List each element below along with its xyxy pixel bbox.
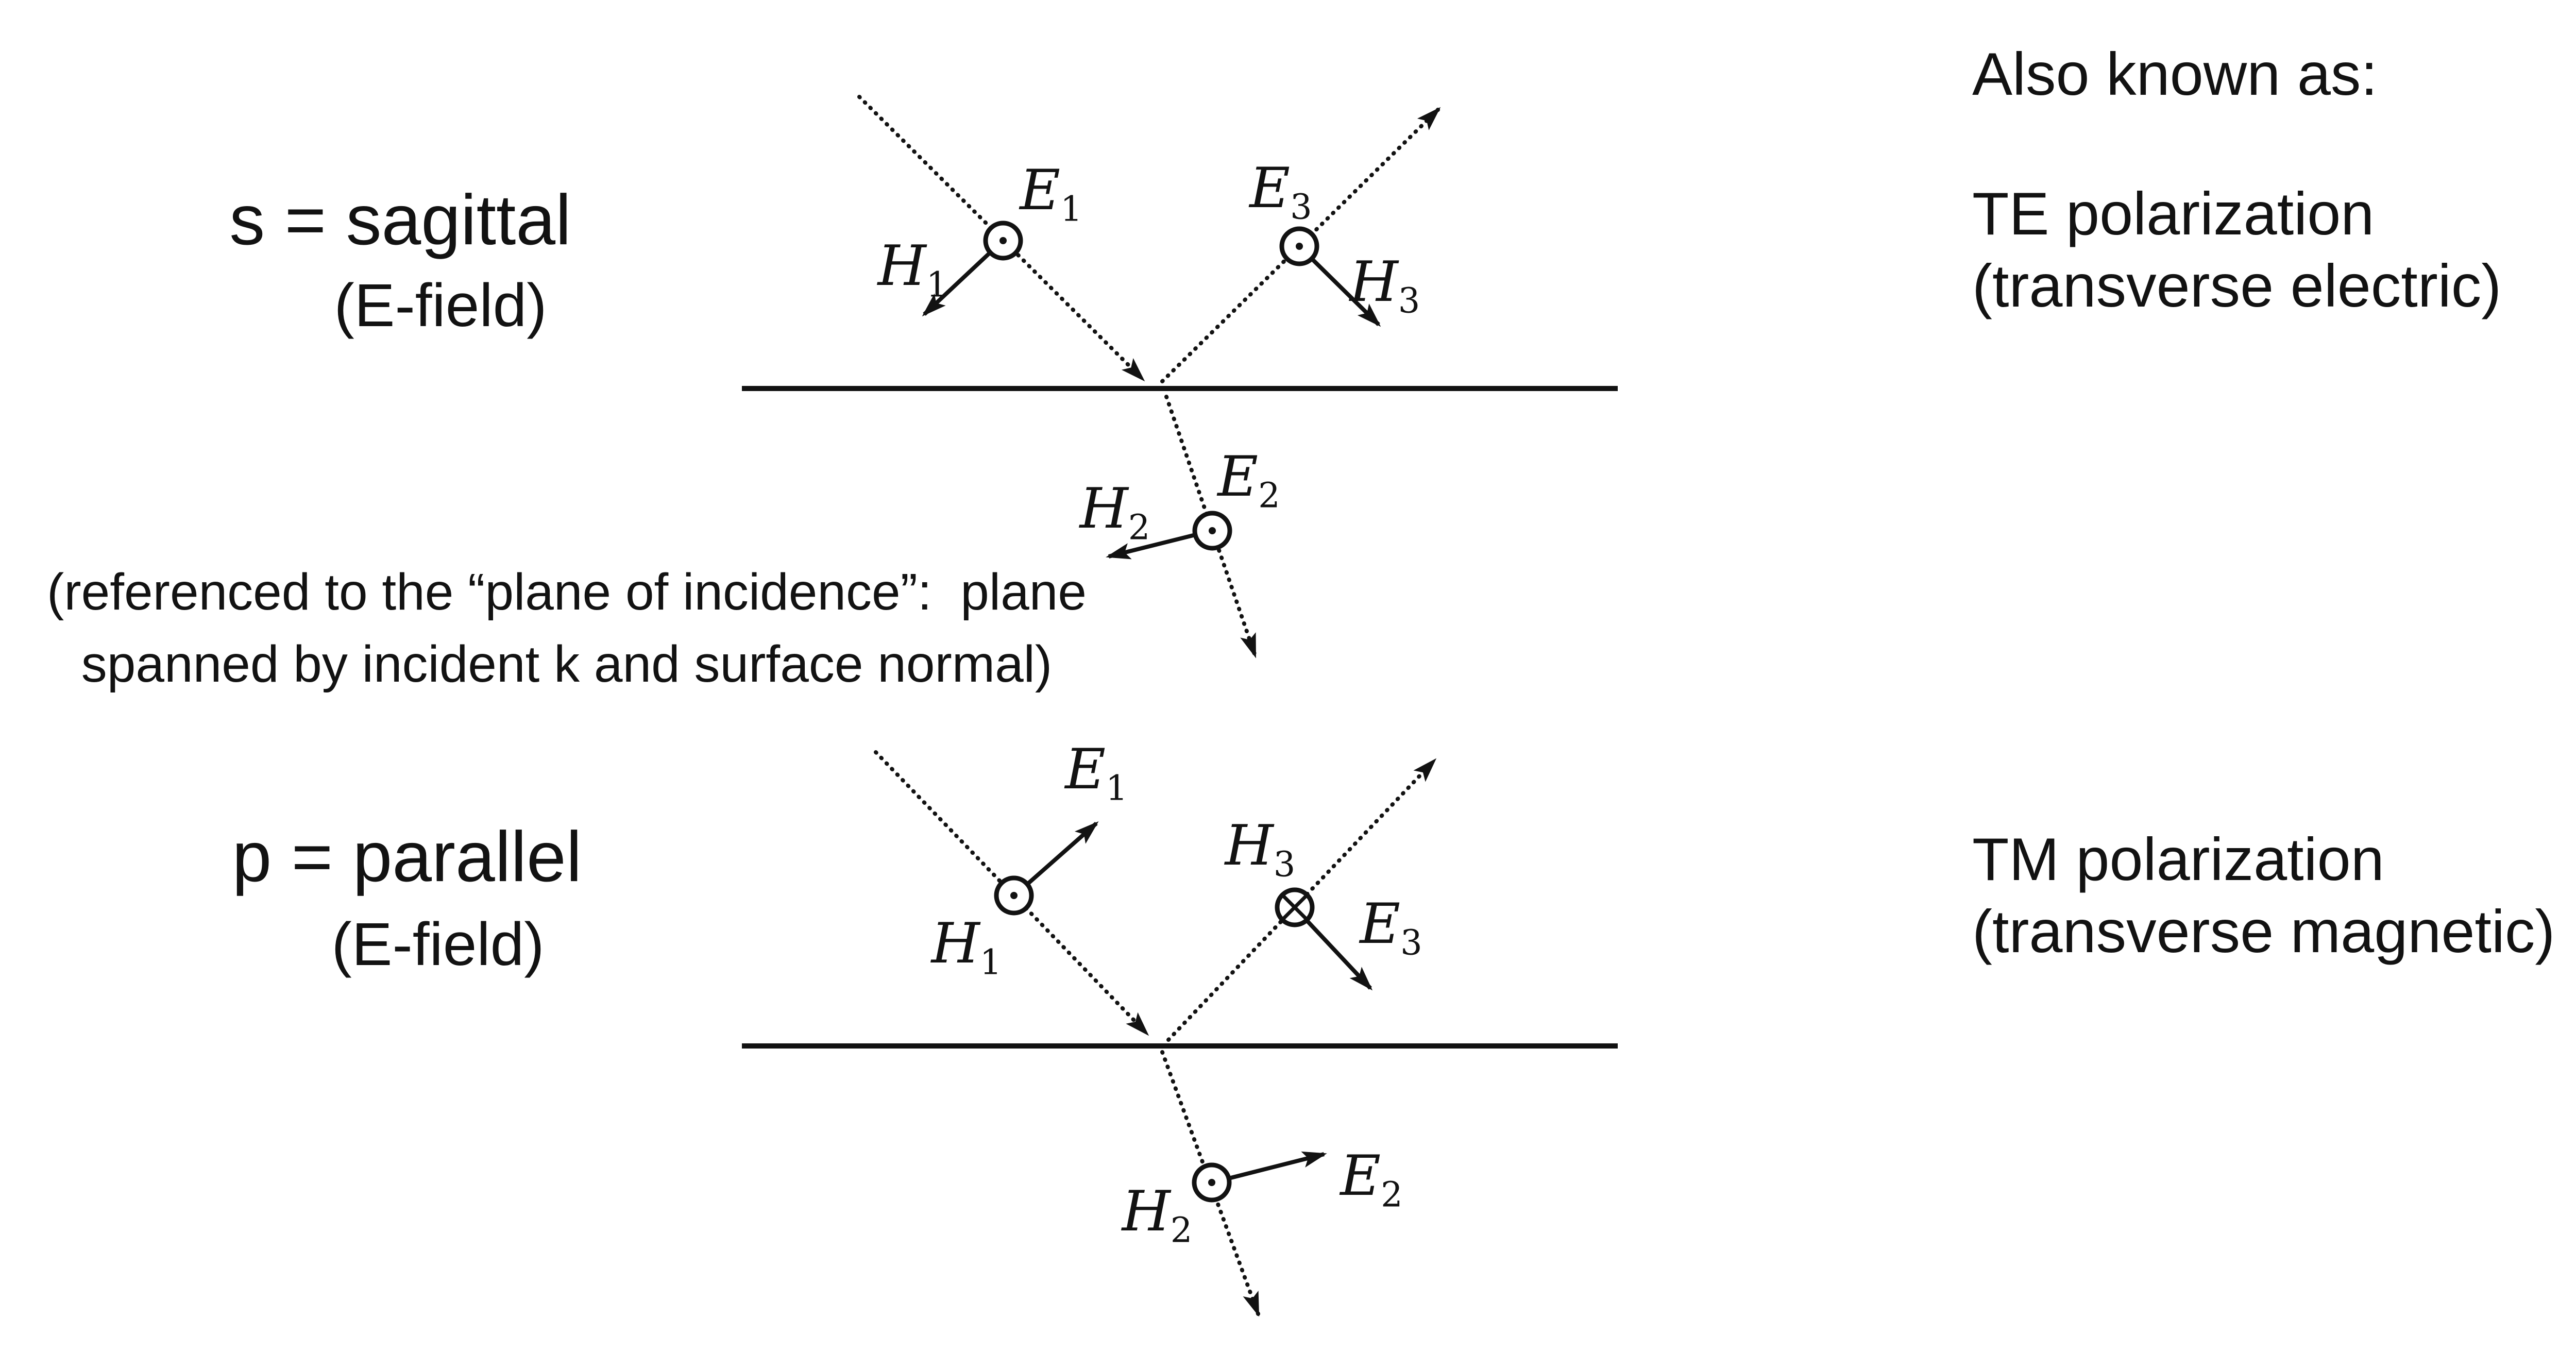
plane-of-incidence-note-line1: (referenced to the “plane of incidence”:…	[47, 563, 1087, 621]
p-h2-base: H	[1122, 1179, 1171, 1244]
te-polarization-text: TE polarization (transverse electric)	[1972, 178, 2501, 322]
p-e3-vector-arrow	[1305, 919, 1373, 991]
p-e1-label: E1	[1065, 742, 1127, 806]
p-h1-sub: 1	[979, 942, 1002, 983]
s-e2-sub: 2	[1258, 475, 1280, 516]
p-e1-base: E	[1065, 737, 1106, 802]
p-e1-vector-arrow	[1026, 821, 1099, 886]
te-polarization-line2: (transverse electric)	[1972, 252, 2502, 319]
also-known-as-heading: Also known as:	[1972, 40, 2378, 108]
s-h3-label: H3	[1350, 255, 1420, 318]
p-label-title: p = parallel	[232, 817, 582, 897]
tm-polarization-text: TM polarization (transverse magnetic)	[1972, 823, 2555, 968]
s-e3-label: E3	[1249, 161, 1312, 225]
s-e3-out-of-page-symbol	[1279, 226, 1319, 266]
s-h2-sub: 2	[1128, 507, 1150, 548]
s-h2-base: H	[1079, 477, 1128, 541]
s-label-subtitle: (E-field)	[334, 272, 547, 340]
s-h3-base: H	[1349, 250, 1398, 314]
s-e1-base: E	[1020, 158, 1061, 223]
plane-of-incidence-note-line2: spanned by incident k and surface normal…	[81, 635, 1053, 693]
s-h1-vector-arrow	[922, 251, 992, 317]
tm-polarization-line2: (transverse magnetic)	[1972, 898, 2555, 965]
s-h3-vector-arrow	[1310, 257, 1381, 327]
p-diagram-graphics	[742, 750, 1618, 1317]
s-e2-label: E2	[1217, 449, 1280, 513]
s-h3-sub: 3	[1398, 280, 1420, 321]
p-h3-sub: 3	[1273, 844, 1296, 885]
s-e3-sub: 3	[1290, 187, 1312, 227]
s-e1-label: E1	[1020, 163, 1082, 227]
p-h1-out-of-page-symbol	[994, 875, 1034, 916]
s-h2-label: H2	[1080, 481, 1150, 545]
plane-of-incidence-note: (referenced to the “plane of incidence”:…	[47, 556, 1087, 700]
p-e3-sub: 3	[1400, 922, 1422, 963]
s-transmitted-ray	[1164, 395, 1257, 658]
s-e2-out-of-page-symbol	[1192, 511, 1232, 551]
p-h3-base: H	[1225, 814, 1274, 878]
p-e3-base: E	[1360, 892, 1401, 956]
tm-polarization-line1: TM polarization	[1972, 825, 2384, 893]
p-e2-label: E2	[1340, 1148, 1402, 1212]
p-e2-sub: 2	[1381, 1174, 1403, 1215]
s-h2-vector-arrow	[1106, 533, 1196, 560]
s-e1-sub: 1	[1060, 189, 1082, 229]
s-diagram-graphics	[742, 95, 1618, 658]
p-label-subtitle: (E-field)	[331, 910, 545, 979]
s-h1-label: H1	[878, 239, 948, 302]
p-h2-sub: 2	[1170, 1210, 1193, 1250]
p-h3-into-page-symbol	[1275, 887, 1315, 927]
p-e2-base: E	[1340, 1144, 1381, 1208]
s-e2-base: E	[1217, 445, 1259, 509]
p-h2-out-of-page-symbol	[1192, 1162, 1232, 1203]
te-polarization-line1: TE polarization	[1972, 180, 2375, 247]
p-h1-base: H	[931, 911, 980, 976]
p-e3-label: E3	[1360, 897, 1422, 960]
s-e1-out-of-page-symbol	[983, 221, 1023, 261]
p-h3-label: H3	[1225, 818, 1296, 882]
p-e2-vector-arrow	[1228, 1151, 1327, 1180]
p-e1-sub: 1	[1106, 768, 1128, 808]
p-h1-label: H1	[931, 916, 1002, 980]
s-label-title: s = sagittal	[229, 180, 571, 260]
s-e3-base: E	[1249, 156, 1291, 221]
p-h2-label: H2	[1122, 1184, 1193, 1248]
s-h1-sub: 1	[926, 264, 948, 305]
s-h1-base: H	[877, 234, 926, 298]
